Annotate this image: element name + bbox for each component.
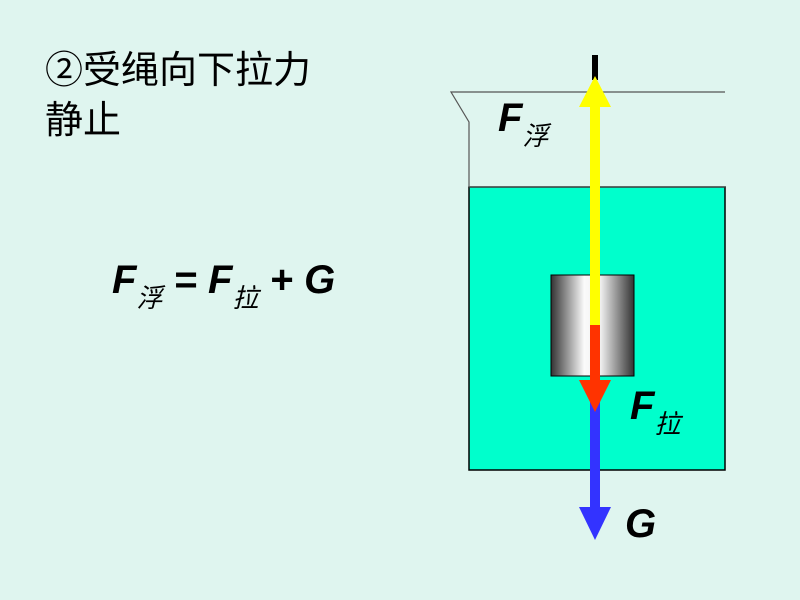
label-sub: 浮: [522, 121, 549, 151]
eq-equals: =: [162, 258, 209, 302]
label-pull: F拉: [630, 384, 680, 441]
pull-arrow: [579, 325, 611, 412]
label-f: F: [630, 384, 655, 428]
label-sub: 拉: [654, 409, 681, 439]
eq-f-pull: F: [208, 258, 233, 302]
eq-plus-g: + G: [258, 258, 336, 302]
label-f: F: [498, 96, 523, 140]
slide-title: ②受绳向下拉力 静止: [45, 46, 311, 146]
eq-sub-pull: 拉: [232, 283, 259, 313]
gravity-arrow: [579, 400, 611, 540]
eq-f-buoyancy: F: [112, 258, 137, 302]
title-line-2: 静止: [45, 100, 122, 142]
label-gravity: G: [625, 502, 657, 546]
label-buoyancy: F浮: [498, 96, 548, 153]
force-equation: F浮 = F拉 + G: [112, 258, 335, 315]
eq-sub-buoyancy: 浮: [136, 283, 163, 313]
buoyancy-arrow: [579, 76, 611, 326]
title-line-1: ②受绳向下拉力: [45, 50, 312, 92]
